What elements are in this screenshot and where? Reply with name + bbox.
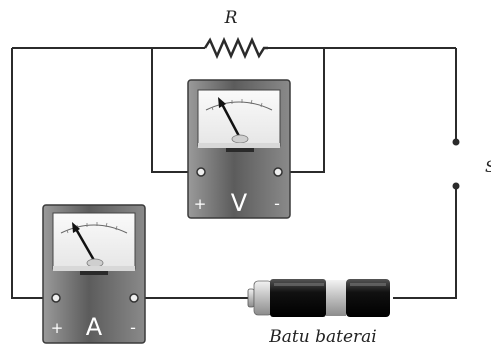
wire-voltmeter-left: [151, 48, 201, 173]
ammeter-symbol: A: [86, 313, 103, 341]
battery-middle: [326, 280, 346, 316]
ammeter-plus: +: [51, 319, 64, 337]
resistor-label: R: [224, 8, 238, 28]
battery: Batu baterai: [247, 279, 390, 347]
ammeter-terminal-right: [129, 293, 139, 303]
voltmeter-needle-tip: [218, 97, 226, 108]
switch-label: S: [485, 157, 491, 176]
ammeter-scale-ticks: [66, 222, 118, 234]
wire-right-lower: [393, 186, 457, 299]
battery-highlight-2: [350, 283, 386, 286]
battery-label: Batu baterai: [268, 327, 376, 347]
ammeter-minus: -: [130, 318, 136, 337]
wire-left: [11, 48, 56, 299]
voltmeter-symbol: V: [231, 189, 248, 217]
voltmeter-bar-dark: [226, 148, 254, 152]
ammeter: + A -: [42, 204, 146, 344]
voltmeter-terminal-right: [273, 167, 283, 177]
voltmeter-needle: [220, 103, 242, 139]
ammeter-terminal-left: [51, 293, 61, 303]
ammeter-bar-dark: [80, 271, 108, 275]
voltmeter-minus: -: [274, 194, 280, 213]
voltmeter: + V -: [187, 79, 291, 219]
ammeter-bar-light: [53, 266, 135, 271]
voltmeter-terminal-left: [196, 167, 206, 177]
resistor: R: [203, 8, 268, 60]
switch-contact-top: [452, 138, 460, 146]
voltmeter-plus: +: [194, 195, 207, 213]
ammeter-pivot: [86, 258, 104, 268]
battery-terminal: [247, 288, 255, 308]
resistor-zigzag: [203, 36, 268, 60]
switch-contact-bottom: [452, 182, 460, 190]
voltmeter-pivot: [231, 134, 249, 144]
battery-band-2: [346, 279, 390, 317]
wire-voltmeter-right: [278, 48, 325, 173]
battery-band-1: [270, 279, 326, 317]
voltmeter-bar-light: [198, 143, 280, 148]
switch: S: [452, 138, 491, 190]
ammeter-needle: [74, 228, 97, 263]
ammeter-needle-tip: [72, 222, 80, 233]
wires: [11, 47, 457, 299]
battery-cap: [253, 280, 273, 316]
battery-highlight-1: [274, 283, 324, 286]
